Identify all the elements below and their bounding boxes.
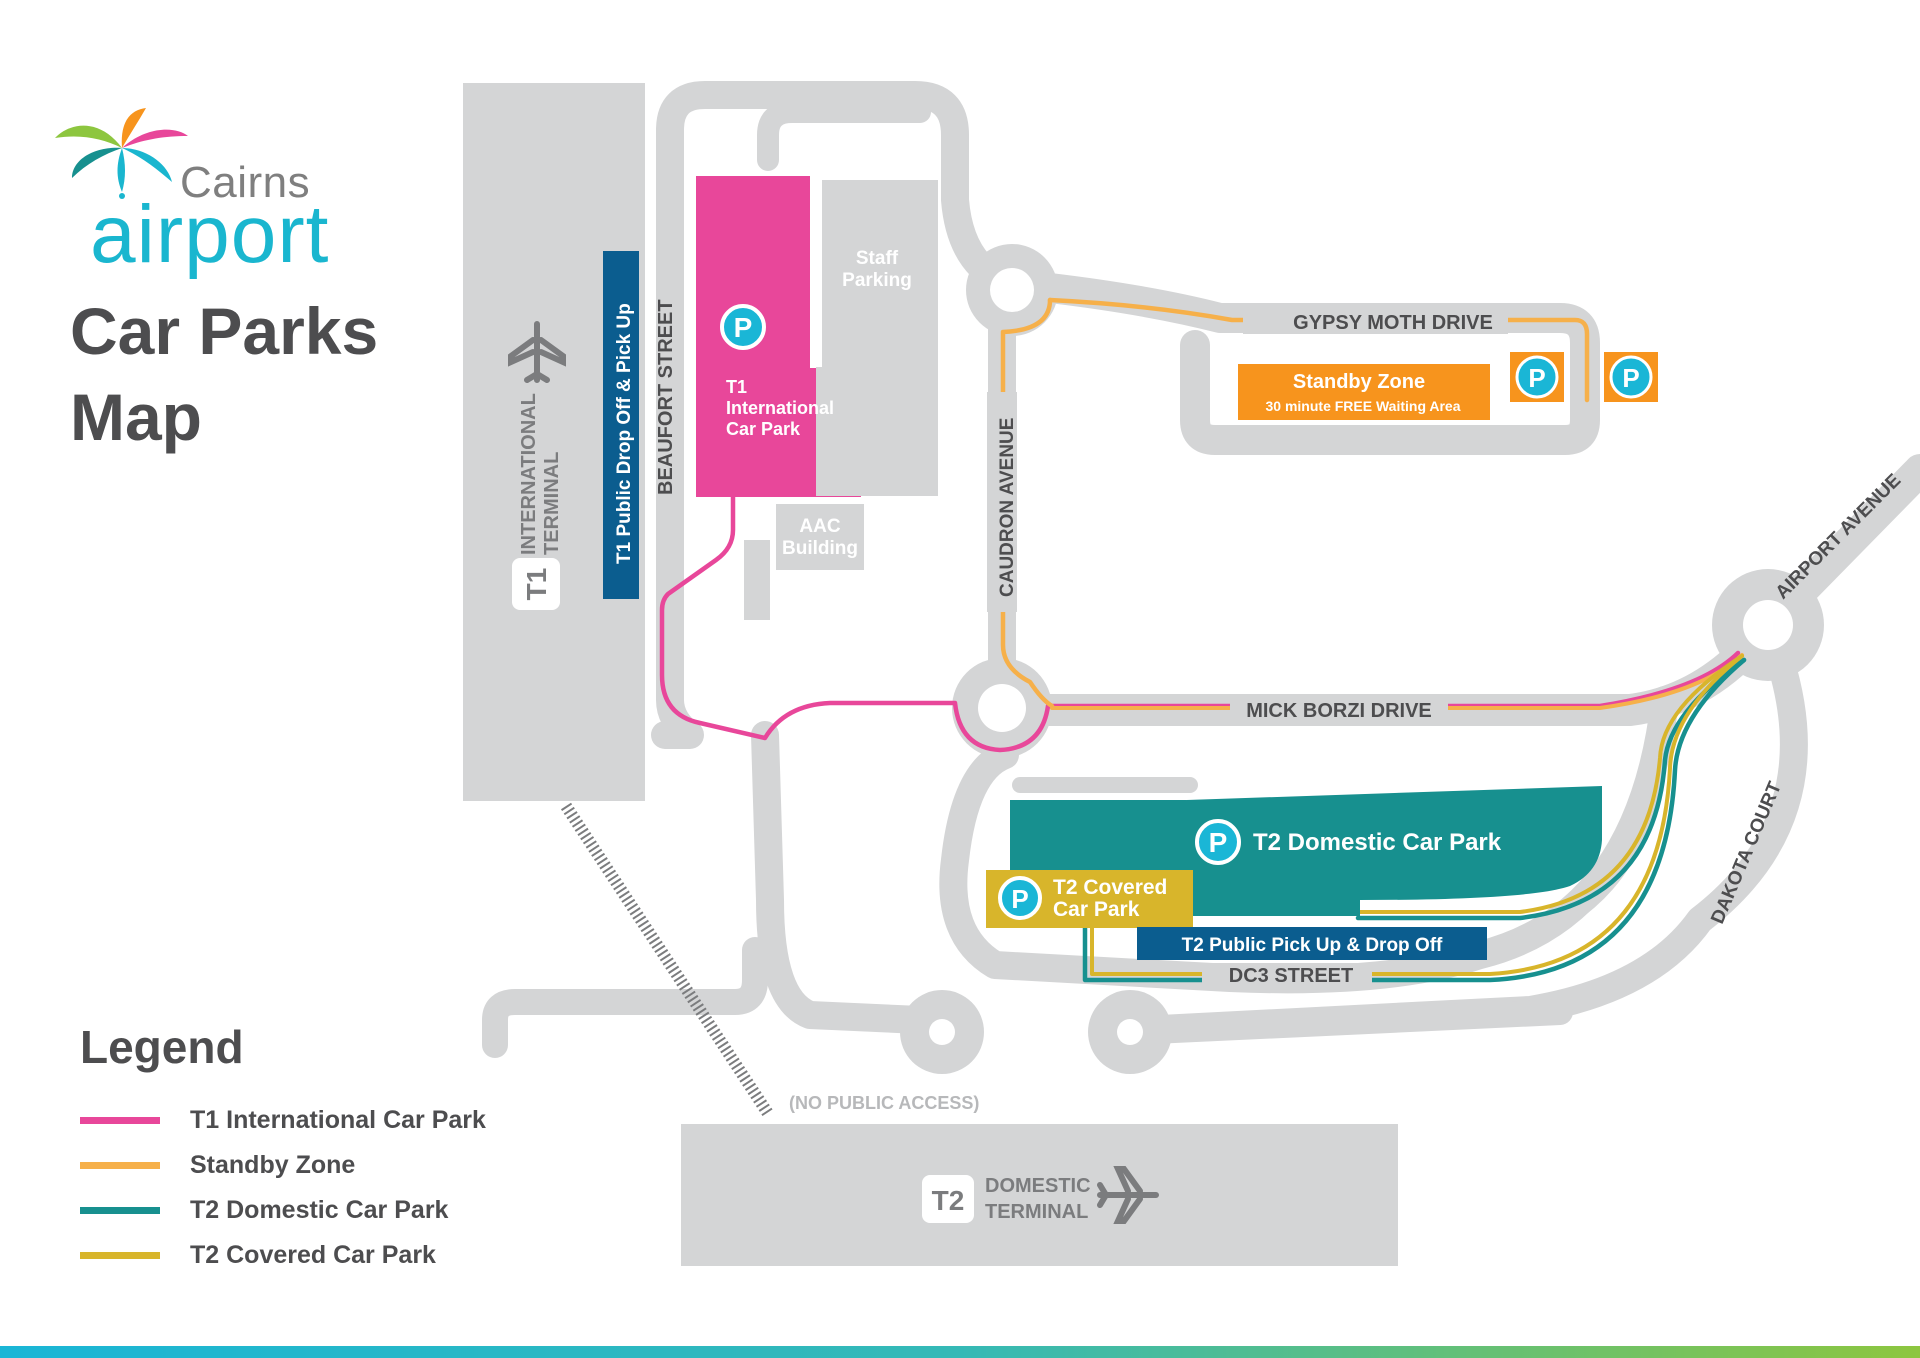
street-beaufort: BEAUFORT STREET: [655, 299, 677, 495]
brand-name-bottom: airport: [90, 189, 330, 280]
palm-flower-logo-icon: [55, 108, 188, 199]
airplane-icon: [508, 321, 566, 383]
t1-parking-symbol: P: [720, 304, 766, 350]
standby-zone: [1238, 364, 1490, 420]
standby-subtitle: 30 minute FREE Waiting Area: [1266, 398, 1461, 414]
t2-badge: T2: [932, 1185, 965, 1216]
t1-carpark-line3: Car Park: [726, 419, 801, 439]
t2-terminal-label-line1: DOMESTIC: [985, 1175, 1091, 1197]
bottom-gradient-bar: [0, 1346, 1920, 1358]
legend-swatch-standby: [80, 1161, 160, 1169]
page-title: Car Parks Map: [70, 288, 378, 460]
standby-title: Standby Zone: [1293, 371, 1425, 393]
aac-building-line1: AAC: [799, 516, 840, 537]
street-mick-borzi: MICK BORZI DRIVE: [1246, 700, 1432, 722]
svg-text:P: P: [734, 312, 753, 343]
route-lines: [659, 297, 1747, 983]
t2-terminal-label-line2: TERMINAL: [985, 1201, 1088, 1223]
t2-pickup-label: T2 Public Pick Up & Drop Off: [1182, 935, 1443, 956]
t2-covered-parking-symbol: P: [998, 876, 1042, 920]
t1-carpark-line1: T1: [726, 377, 747, 397]
t2-covered-line2: Car Park: [1053, 898, 1140, 921]
t1-dropoff-area: [603, 251, 639, 599]
t2-domestic-parking-symbol: P: [1195, 819, 1241, 865]
street-airport-avenue: AIRPORT AVENUE: [1772, 470, 1906, 604]
legend-label: T1 International Car Park: [190, 1105, 486, 1134]
legend-label: T2 Domestic Car Park: [190, 1195, 449, 1224]
svg-text:P: P: [1209, 827, 1228, 858]
t1-terminal-label-line1: INTERNATIONAL: [518, 393, 540, 555]
page-title-line1: Car Parks: [70, 294, 379, 368]
svg-text:P: P: [1011, 884, 1028, 914]
t1-carpark-line2: International: [726, 398, 834, 418]
t2-pickup-area: [1137, 927, 1487, 960]
svg-text:P: P: [1622, 363, 1639, 393]
staff-parking-line2: Parking: [842, 270, 912, 291]
brand-name-top: Cairns: [180, 158, 311, 207]
t1-dropoff-label: T1 Public Drop Off & Pick Up: [614, 303, 635, 564]
legend-swatch-t2-domestic: [80, 1206, 160, 1214]
page-title-line2: Map: [70, 380, 202, 454]
legend-item: Standby Zone: [80, 1148, 355, 1182]
street-caudron: CAUDRON AVENUE: [997, 418, 1018, 597]
legend-item: T2 Domestic Car Park: [80, 1193, 448, 1227]
staff-parking-line1: Staff: [856, 248, 899, 269]
legend-title: Legend: [80, 1021, 244, 1073]
no-public-access-label: (NO PUBLIC ACCESS): [789, 1093, 979, 1113]
street-gypsy-moth: GYPSY MOTH DRIVE: [1293, 312, 1493, 334]
legend-swatch-t1: [80, 1116, 160, 1124]
legend-item: T1 International Car Park: [80, 1103, 486, 1137]
legend-label: Standby Zone: [190, 1150, 356, 1179]
aac-building: [776, 504, 864, 570]
airplane-icon: [1097, 1166, 1159, 1224]
t2-covered-line1: T2 Covered: [1053, 876, 1167, 899]
t1-badge: T1: [521, 568, 552, 601]
standby-parking-symbol-1: P: [1510, 352, 1564, 402]
t2-terminal: T2 DOMESTIC TERMINAL: [681, 1124, 1398, 1266]
svg-text:P: P: [1528, 363, 1545, 393]
legend-item: T2 Covered Car Park: [80, 1238, 436, 1272]
airside-path: [560, 802, 775, 1119]
legend-swatch-t2-covered: [80, 1251, 160, 1259]
aac-building-line2: Building: [782, 538, 858, 559]
street-dc3: DC3 STREET: [1229, 965, 1353, 987]
standby-parking-symbol-2: P: [1604, 352, 1658, 402]
t1-terminal-label-line2: TERMINAL: [541, 452, 563, 555]
t2-domestic-label: T2 Domestic Car Park: [1253, 829, 1502, 856]
legend-label: T2 Covered Car Park: [190, 1240, 436, 1269]
staff-parking: [816, 180, 938, 496]
